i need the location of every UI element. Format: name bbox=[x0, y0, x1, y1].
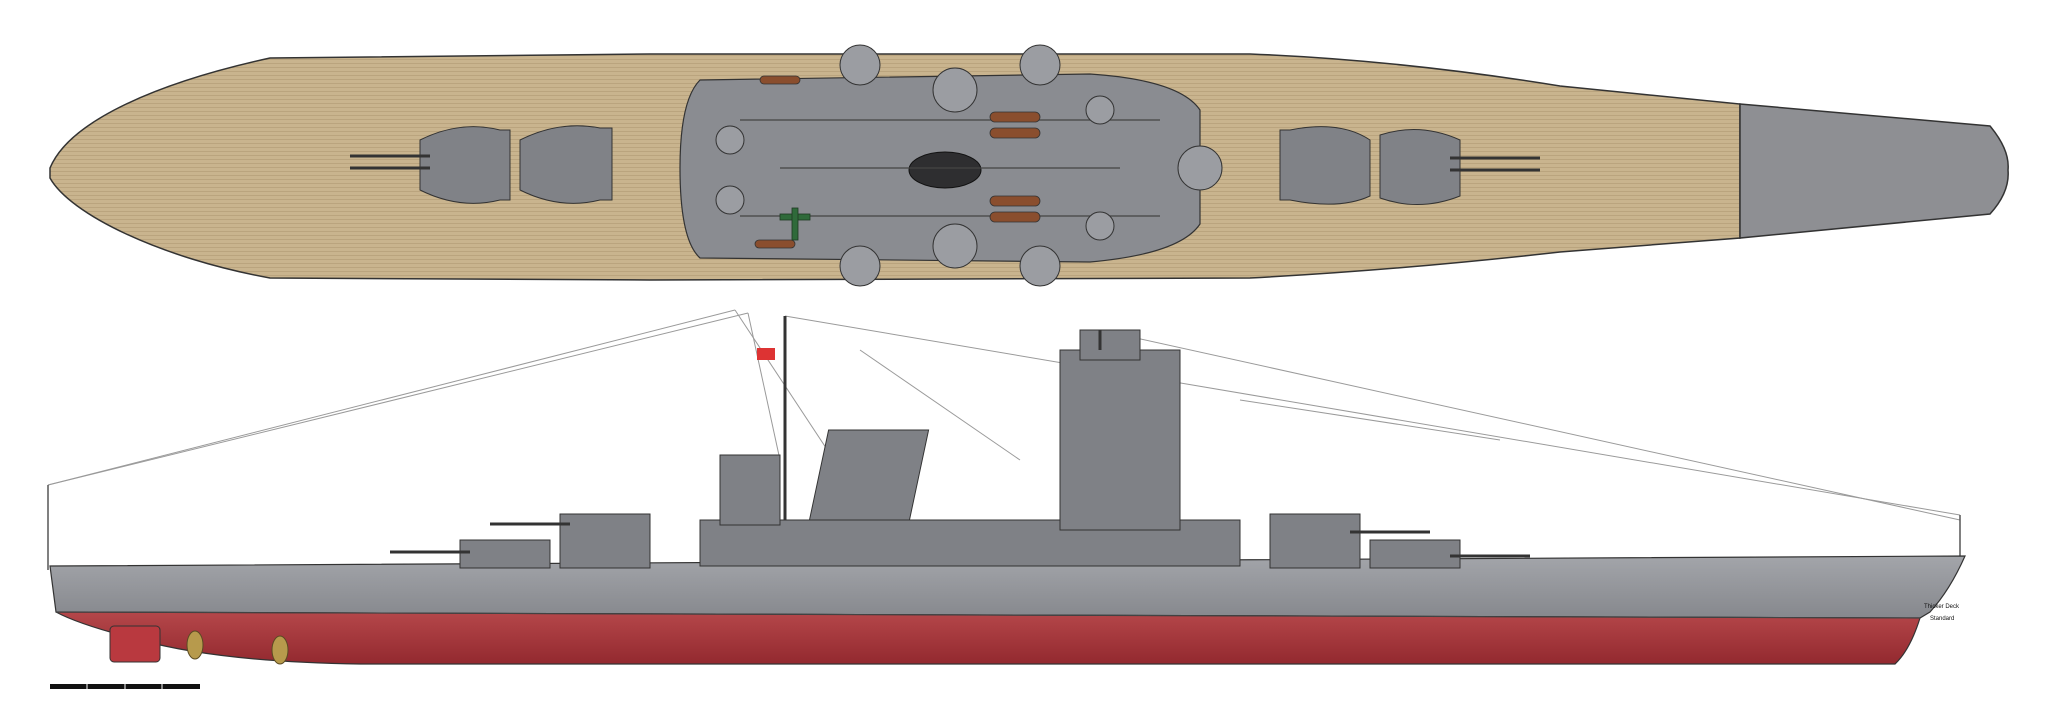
scale-bar bbox=[50, 684, 200, 689]
plan-turret-aft-1 bbox=[350, 126, 511, 204]
propeller-icon bbox=[186, 630, 289, 665]
plan-turret-aft-2 bbox=[519, 125, 613, 204]
hull-callout-line1: Thicker Deck bbox=[1924, 604, 1960, 610]
plan-seaplane bbox=[779, 207, 811, 241]
profile-red-bottom bbox=[55, 611, 1921, 665]
plan-forecastle bbox=[1739, 103, 2009, 239]
plan-turret-fore-2 bbox=[1379, 129, 1540, 205]
profile-hull bbox=[49, 555, 1966, 619]
plan-view bbox=[49, 44, 2009, 287]
profile-view: Thicker Deck Standard bbox=[47, 309, 1966, 665]
hull-callout-line2: Standard bbox=[1930, 616, 1954, 622]
plan-funnel bbox=[908, 151, 982, 189]
profile-rudder bbox=[109, 625, 161, 663]
flag-icon bbox=[757, 348, 775, 360]
plan-turret-fore-1 bbox=[1279, 126, 1371, 205]
